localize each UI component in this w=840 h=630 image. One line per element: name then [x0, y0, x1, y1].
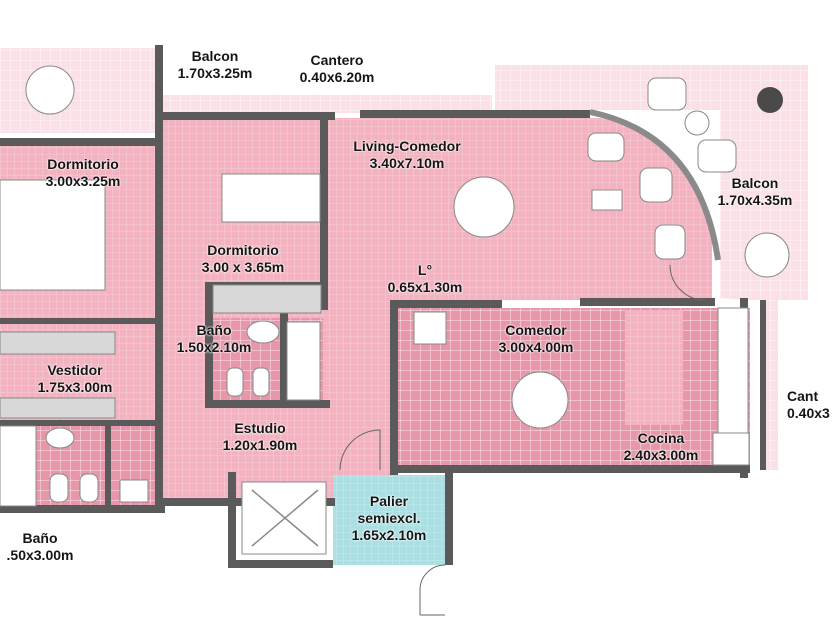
armchair-3: [654, 224, 686, 260]
armchair-2: [639, 167, 673, 203]
wardrobe-2: [212, 284, 322, 314]
elevator-cross: [251, 489, 319, 547]
armchair-4: [647, 77, 687, 111]
toilet-2: [79, 473, 99, 503]
wardrobe-1: [0, 331, 116, 355]
wardrobe-3: [0, 397, 116, 419]
label-lavadero: L°0.65x1.30m: [387, 262, 463, 295]
sink-2: [246, 320, 280, 344]
toilet-3: [226, 367, 244, 397]
palier-floor-texture: [333, 475, 445, 565]
bathtub-1: [0, 425, 37, 507]
armchair-5: [697, 139, 737, 173]
fridge: [712, 432, 750, 466]
lamp: [684, 110, 710, 136]
kitchen-island-texture: [625, 310, 683, 425]
toilet-4: [252, 367, 270, 397]
washbasin-small: [119, 479, 149, 503]
door-swing: [419, 564, 446, 616]
dining-table-comedor: [511, 371, 569, 429]
door-swing-2: [339, 429, 381, 471]
bathtub-2: [286, 321, 321, 401]
armchair-1: [587, 132, 625, 162]
living-floor-texture: [322, 118, 712, 300]
toilet-1: [49, 473, 69, 503]
table-balcony-right: [744, 232, 790, 278]
curved-window-wall: [589, 109, 721, 261]
table-balcony-top: [25, 65, 75, 115]
bed-2: [221, 173, 321, 223]
sink-1: [45, 427, 75, 449]
dining-table-living: [453, 176, 515, 238]
label-bano-bottom: Baño.50x3.00m: [6, 530, 74, 563]
comedor-cocina-floor-texture: [398, 308, 750, 473]
planter-pot: [757, 87, 783, 113]
kitchen-counter: [717, 307, 749, 434]
balcony-top-left-texture: [0, 48, 162, 133]
side-table: [591, 189, 623, 211]
laundry-unit: [413, 311, 447, 345]
bed-1: [0, 179, 106, 291]
balcony-right-texture: [495, 65, 808, 300]
door-swing-3: [669, 264, 706, 301]
planter-top-texture: [162, 95, 492, 113]
